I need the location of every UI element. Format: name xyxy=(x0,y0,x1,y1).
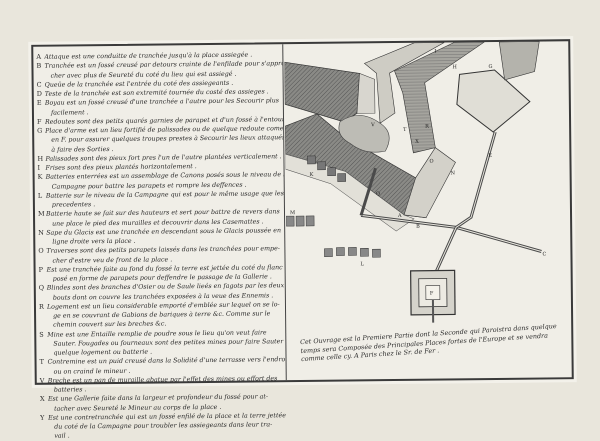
legend-letter: A xyxy=(36,53,44,62)
legend-letter: L xyxy=(38,191,46,200)
legend-letter: H xyxy=(37,154,45,163)
legend-letter: I xyxy=(37,164,45,173)
legend-letter: T xyxy=(40,358,48,367)
label-G: G xyxy=(488,64,492,70)
legend-letter xyxy=(39,293,47,302)
legend-letter: V xyxy=(40,376,48,385)
legend-text: facilement . xyxy=(45,108,89,118)
legend-letter xyxy=(39,321,47,330)
label-E: E xyxy=(488,153,492,159)
legend-letter xyxy=(40,404,48,413)
label-V: V xyxy=(370,122,375,128)
legend-letter: O xyxy=(38,247,46,256)
legend-letter: R xyxy=(39,302,47,311)
legend-letter xyxy=(38,256,46,265)
legend-letter: B xyxy=(36,62,44,71)
legend-letter xyxy=(40,423,48,432)
legend-letter xyxy=(37,108,45,117)
legend-letter: D xyxy=(37,90,45,99)
legend-letter xyxy=(40,386,48,395)
label-X: X xyxy=(415,139,419,145)
legend-text: precedentes . xyxy=(46,200,95,210)
place-darme-G xyxy=(457,70,531,133)
label-K: K xyxy=(310,172,314,178)
label-F: F xyxy=(430,291,434,297)
legend-text: vail . xyxy=(48,432,69,441)
legend-letter: E xyxy=(37,99,45,108)
siege-plan-map: I H G V T X R E O N K Q A B C L F M Cet … xyxy=(284,41,572,380)
legend-letter xyxy=(40,432,48,441)
legend-letter xyxy=(39,349,47,358)
legend-letter: C xyxy=(37,80,45,89)
legend-letter: M xyxy=(38,210,46,219)
legend-letter xyxy=(37,136,45,145)
legend-letter: Q xyxy=(39,284,47,293)
label-N: N xyxy=(451,170,456,176)
label-C: C xyxy=(542,251,546,257)
label-M: M xyxy=(290,210,295,216)
legend-letter: S xyxy=(39,330,47,339)
label-O: O xyxy=(429,159,433,165)
legend-text: batteries . xyxy=(48,385,87,395)
legend-letter: N xyxy=(38,228,46,237)
legend-letter xyxy=(39,275,47,284)
legend-letter xyxy=(38,238,46,247)
trench-main xyxy=(361,214,541,254)
legend-letter xyxy=(40,367,48,376)
label-B: B xyxy=(416,224,420,230)
legend-letter xyxy=(37,145,45,154)
legend-letter xyxy=(39,312,47,321)
label-L: L xyxy=(361,261,365,267)
legend-letter: X xyxy=(40,395,48,404)
legend-letter: K xyxy=(38,173,46,182)
legend-letter xyxy=(38,201,46,210)
bastion-face-upper-left xyxy=(357,73,375,113)
label-T: T xyxy=(403,127,407,133)
label-Q: Q xyxy=(376,191,380,197)
legend-letter xyxy=(37,71,45,80)
redoubt-block xyxy=(499,42,539,80)
bastion-wall-upper-left xyxy=(284,61,360,122)
label-H: H xyxy=(452,64,457,70)
label-I: I xyxy=(434,49,436,55)
legend-letter xyxy=(38,219,46,228)
legend-letter: Y xyxy=(40,413,48,422)
legend-letter: P xyxy=(39,265,47,274)
legend-letter: G xyxy=(37,127,45,136)
battery-L xyxy=(324,247,380,258)
legend-letter xyxy=(38,182,46,191)
battery-M xyxy=(286,216,314,226)
legend-letter xyxy=(39,339,47,348)
label-A: A xyxy=(397,213,402,219)
label-R: R xyxy=(425,124,429,130)
legend-letter: F xyxy=(37,117,45,126)
